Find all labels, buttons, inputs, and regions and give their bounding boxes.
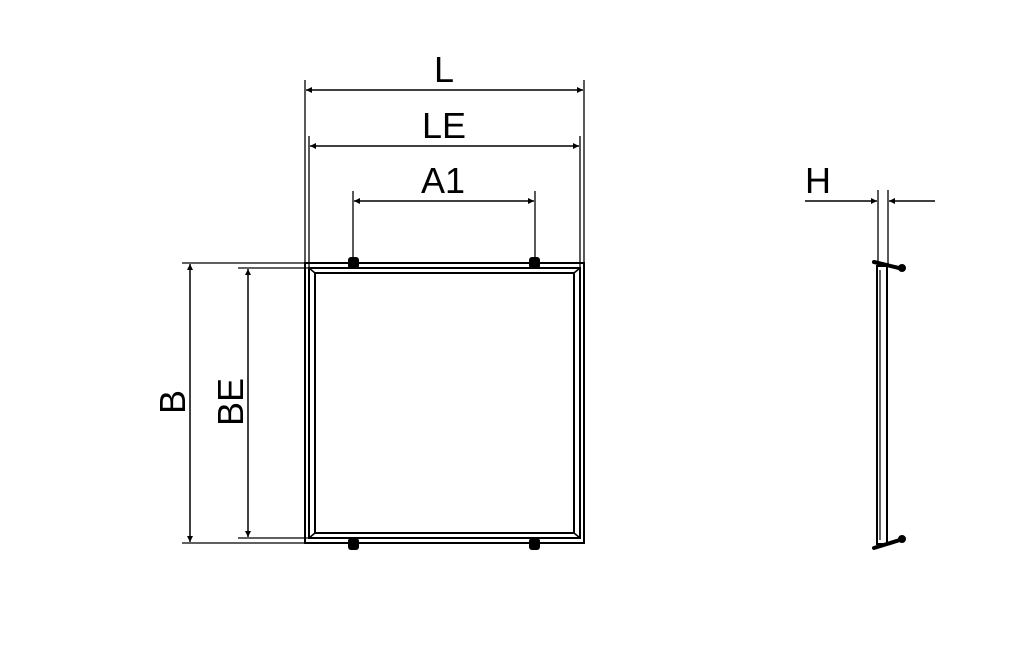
side-view-profile — [872, 190, 906, 550]
label-B: B — [152, 390, 193, 414]
label-H: H — [805, 160, 831, 201]
extension-lines — [182, 80, 585, 544]
label-L: L — [434, 49, 454, 90]
label-BE: BE — [210, 378, 251, 426]
label-A1: A1 — [421, 160, 465, 201]
label-LE: LE — [422, 105, 466, 146]
front-view-frame — [304, 262, 585, 544]
mounting-clips — [348, 257, 540, 550]
